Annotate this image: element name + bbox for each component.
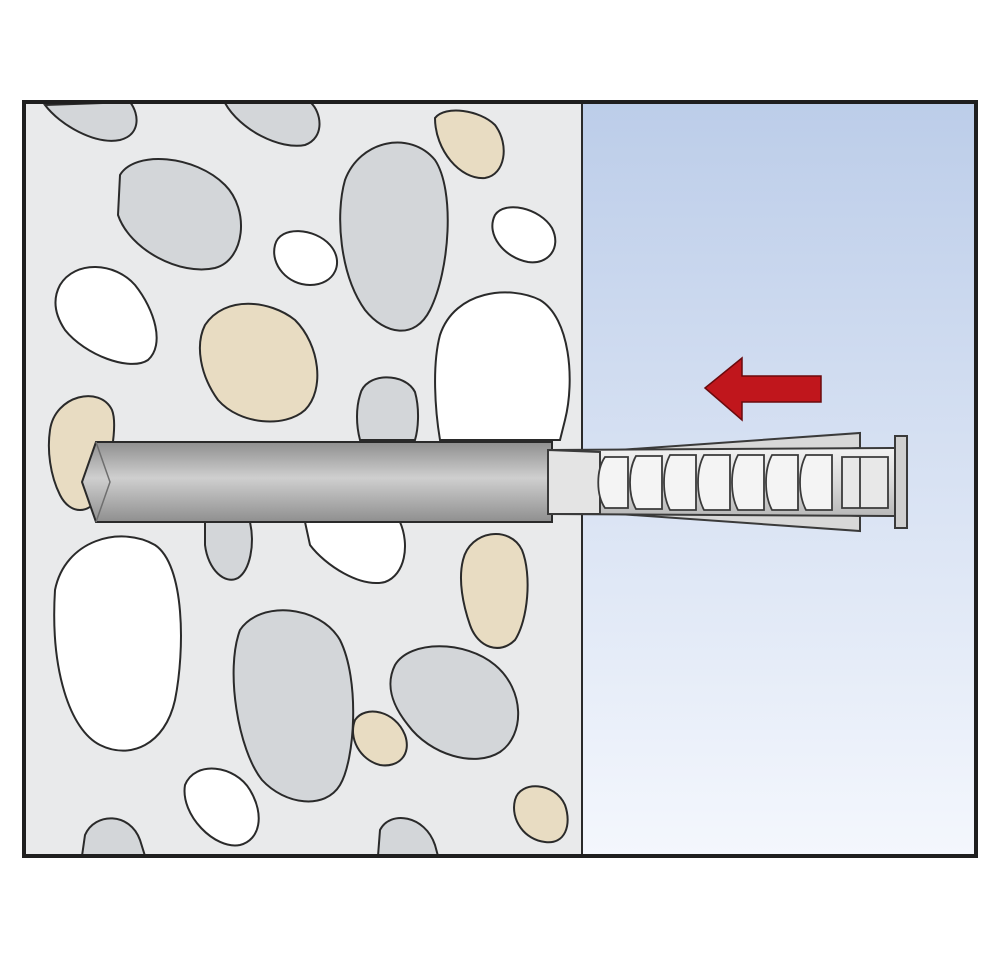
stone-white xyxy=(434,291,571,441)
stone-beige xyxy=(460,533,529,649)
stone-white xyxy=(53,535,182,752)
diagram-frame xyxy=(22,100,978,858)
stone-grey xyxy=(339,141,449,332)
stone-white xyxy=(273,230,339,287)
stone-white xyxy=(303,521,406,584)
drill-bit-icon xyxy=(80,441,553,523)
stone-beige xyxy=(513,785,569,844)
insert-arrow-icon xyxy=(703,356,822,422)
stone-grey xyxy=(376,817,440,856)
stone-grey xyxy=(204,521,253,581)
stone-white xyxy=(183,767,260,847)
stone-white xyxy=(491,206,557,264)
stone-beige xyxy=(433,109,505,180)
stone-grey xyxy=(223,102,321,147)
stone-grey xyxy=(389,645,520,760)
stone-grey xyxy=(232,609,355,803)
wall-plug-icon xyxy=(547,431,908,533)
stone-grey xyxy=(356,376,419,441)
stone-grey xyxy=(43,102,138,142)
aggregate-stones xyxy=(43,102,571,856)
stone-white xyxy=(54,266,158,365)
stone-beige xyxy=(352,710,408,767)
stone-grey xyxy=(80,817,147,856)
stone-beige xyxy=(198,302,319,423)
stone-grey xyxy=(116,158,242,271)
